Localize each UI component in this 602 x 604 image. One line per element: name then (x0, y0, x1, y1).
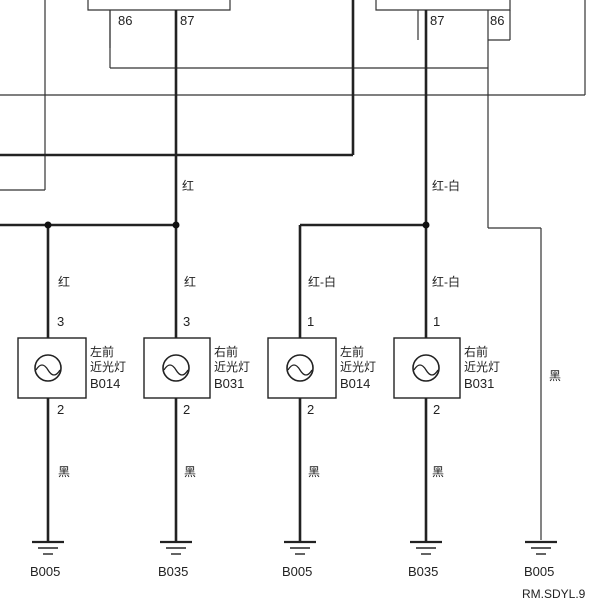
relay-left-pin-87: 87 (180, 13, 194, 28)
splice-dot (172, 221, 180, 229)
lamp-name-line2: 近光灯 (90, 360, 126, 374)
lamp-bulb-icon (34, 354, 62, 382)
ground-icon (160, 540, 192, 555)
lamp-code: B014 (340, 376, 370, 391)
filament-icon (287, 364, 313, 376)
lamp-pin-top: 1 (433, 314, 440, 329)
lamp-right-low-beam-2: 红-白 1 右前 近光灯 B031 2 黑 (393, 274, 500, 479)
lamp-left-low-beam-1: 红 3 左前 近光灯 B014 2 黑 (17, 274, 126, 479)
right-ground-wire-label: 黑 (549, 369, 561, 383)
lamp-left-low-beam-2: 红-白 1 左前 近光灯 B014 2 黑 (267, 274, 376, 479)
ground-code: B005 (282, 564, 312, 579)
relay-right (375, 0, 511, 11)
relay-right-pin-87: 87 (430, 13, 444, 28)
lamp-wire-bottom-label: 黑 (432, 465, 444, 479)
lamp-body (267, 337, 337, 399)
lamp-wire-bottom-label: 黑 (308, 465, 320, 479)
lamp-wire-bottom-label: 黑 (58, 465, 70, 479)
lamp-pin-top: 1 (307, 314, 314, 329)
wire-label-red-main: 红 (182, 178, 194, 193)
relay-right-pin-86: 86 (490, 13, 504, 28)
lamp-pin-bottom: 2 (57, 402, 64, 417)
lamp-name-line1: 左前 (90, 344, 114, 359)
lamp-name-line2: 近光灯 (214, 360, 250, 374)
lamp-bulb-icon (412, 354, 440, 382)
lamp-pin-bottom: 2 (307, 402, 314, 417)
lamp-name-line2: 近光灯 (464, 360, 500, 374)
lamp-wire-top-label: 红 (184, 274, 196, 289)
ground-code: B005 (30, 564, 60, 579)
ground-code: B005 (524, 564, 554, 579)
lamp-pin-bottom: 2 (183, 402, 190, 417)
thin-wires (0, 0, 586, 540)
ground-icon (525, 540, 557, 555)
diagram-reference: RM.SDYL.9 (522, 587, 586, 601)
lamp-pin-top: 3 (183, 314, 190, 329)
thick-wires (0, 0, 428, 542)
lamp-right-low-beam-1: 红 3 右前 近光灯 B031 2 黑 (143, 274, 250, 479)
lamp-wire-top-label: 红-白 (432, 274, 460, 289)
lamp-name-line2: 近光灯 (340, 360, 376, 374)
filament-icon (163, 364, 189, 376)
lamp-wire-top-label: 红 (58, 274, 70, 289)
relay-left (87, 0, 231, 48)
lamp-code: B031 (214, 376, 244, 391)
splice-dot (44, 221, 52, 229)
ground-code: B035 (408, 564, 438, 579)
splice-dots (44, 221, 430, 229)
ground-symbols (32, 540, 557, 555)
lamp-pin-bottom: 2 (433, 402, 440, 417)
lamp-code: B014 (90, 376, 120, 391)
ground-icon (32, 540, 64, 555)
relay-left-pin-86: 86 (118, 13, 132, 28)
lamp-name-line1: 右前 (214, 344, 238, 359)
lamp-name-line1: 右前 (464, 344, 488, 359)
lamp-code: B031 (464, 376, 494, 391)
ground-code: B035 (158, 564, 188, 579)
lamp-bulb-icon (162, 354, 190, 382)
lamp-wire-top-label: 红-白 (308, 274, 336, 289)
ground-icon (284, 540, 316, 555)
lamp-name-line1: 左前 (340, 344, 364, 359)
wire-label-red-white-main: 红-白 (432, 178, 460, 193)
lamp-wire-bottom-label: 黑 (184, 465, 196, 479)
lamp-bulb-icon (286, 354, 314, 382)
filament-icon (413, 364, 439, 376)
lamp-pin-top: 3 (57, 314, 64, 329)
ground-icon (410, 540, 442, 555)
filament-icon (35, 364, 61, 376)
splice-dot (422, 221, 430, 229)
